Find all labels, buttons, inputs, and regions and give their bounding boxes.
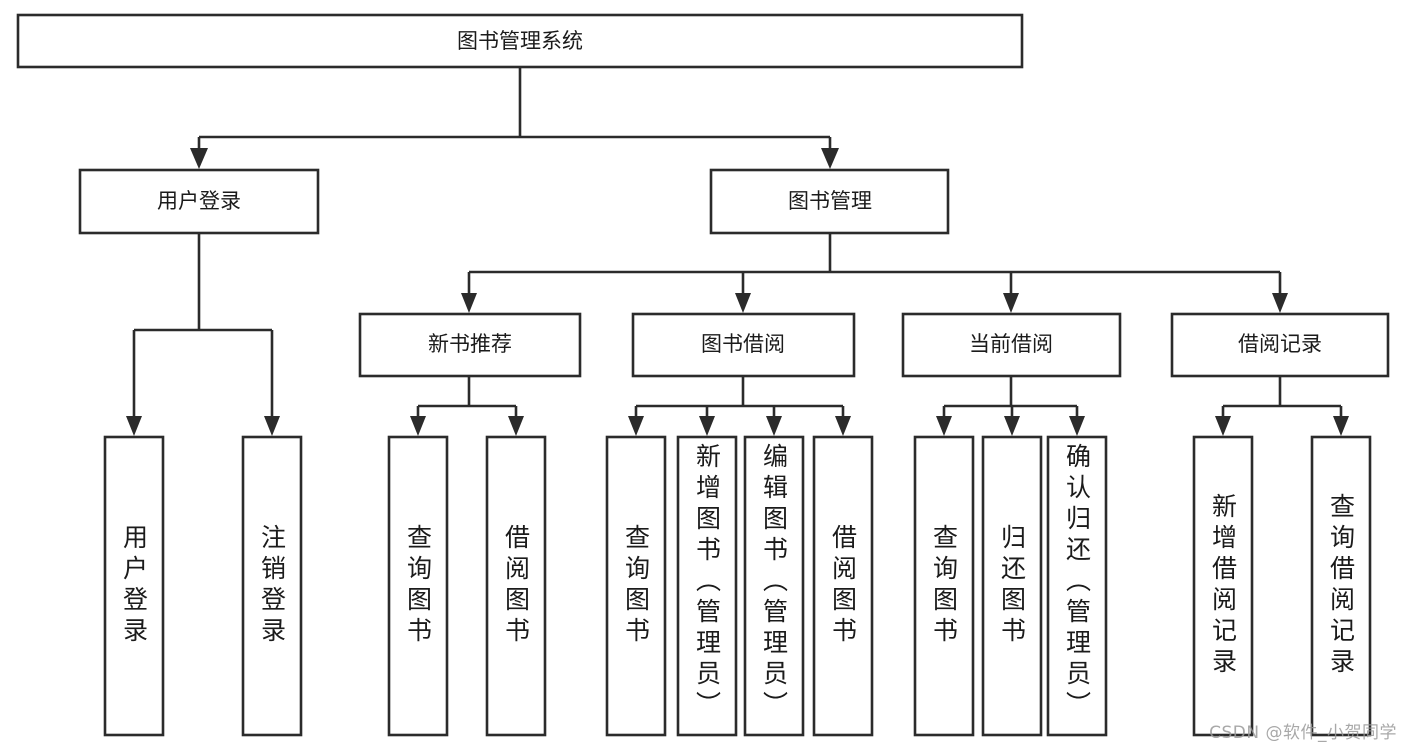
arrow-head-leaf-1 (126, 416, 142, 436)
node-book-borrow[interactable]: 图书借阅 (631, 312, 856, 378)
leaf-box-add-book-admin[interactable] (676, 435, 738, 737)
arrow-head-book-mgmt (821, 148, 839, 169)
watermark: CSDN @软件_小贺同学 (1209, 723, 1397, 743)
arrow-head-leaf-10 (1004, 416, 1020, 436)
connector-current-to-leaves (936, 376, 1085, 436)
node-book-management-box[interactable] (709, 168, 950, 235)
arrow-head-borrow (735, 293, 751, 313)
arrow-head-leaf-11 (1069, 416, 1085, 436)
node-current-borrow-label: 当前借阅 (969, 332, 1053, 356)
leaf-box-logout[interactable] (241, 435, 303, 737)
node-root[interactable]: 图书管理系统 (16, 13, 1024, 69)
leaf-boxes (103, 435, 1372, 737)
arrow-head-leaf-9 (936, 416, 952, 436)
leaf-box-query-book-2[interactable] (605, 435, 667, 737)
node-book-borrow-label: 图书借阅 (701, 332, 785, 356)
arrow-head-leaf-8 (835, 416, 851, 436)
arrow-head-leaf-13 (1333, 416, 1349, 436)
node-root-label: 图书管理系统 (457, 29, 583, 53)
node-new-book-recommend[interactable]: 新书推荐 (358, 312, 582, 378)
arrow-head-leaf-5 (628, 416, 644, 436)
leaf-box-query-book-1[interactable] (387, 435, 449, 737)
arrow-head-newbook (461, 293, 477, 313)
node-user-login[interactable]: 用户登录 (78, 168, 320, 235)
arrow-head-records (1272, 293, 1288, 313)
node-book-management[interactable]: 图书管理 (709, 168, 950, 235)
arrow-head-leaf-2 (264, 416, 280, 436)
leaf-box-query-borrow-record[interactable] (1310, 435, 1372, 737)
arrow-head-leaf-12 (1215, 416, 1231, 436)
node-borrow-records-box[interactable] (1170, 312, 1390, 378)
node-book-borrow-box[interactable] (631, 312, 856, 378)
arrow-head-user-login (190, 148, 208, 169)
node-book-management-label: 图书管理 (788, 189, 872, 213)
connector-newbook-to-leaves (410, 376, 524, 436)
leaf-box-borrow-book-2[interactable] (812, 435, 874, 737)
node-user-login-box[interactable] (78, 168, 320, 235)
connector-root-to-level1 (190, 67, 839, 169)
arrow-head-leaf-7 (766, 416, 782, 436)
arrow-head-leaf-4 (508, 416, 524, 436)
node-root-box[interactable] (16, 13, 1024, 69)
connector-bookmgmt-to-level2 (461, 233, 1288, 313)
node-current-borrow[interactable]: 当前借阅 (901, 312, 1122, 378)
node-new-book-recommend-box[interactable] (358, 312, 582, 378)
arrow-head-leaf-3 (410, 416, 426, 436)
leaf-box-edit-book-admin[interactable] (743, 435, 805, 737)
node-borrow-records[interactable]: 借阅记录 (1170, 312, 1390, 378)
node-borrow-records-label: 借阅记录 (1238, 332, 1322, 356)
arrow-head-leaf-6 (699, 416, 715, 436)
connector-userlogin-to-leaves (126, 233, 280, 436)
connector-records-to-leaves (1215, 376, 1349, 436)
connector-borrow-to-leaves (628, 376, 851, 436)
arrow-head-current (1003, 293, 1019, 313)
leaf-box-borrow-book-1[interactable] (485, 435, 547, 737)
node-user-login-label: 用户登录 (157, 189, 241, 213)
leaf-box-confirm-return-admin[interactable] (1046, 435, 1108, 737)
node-current-borrow-box[interactable] (901, 312, 1122, 378)
leaf-box-add-borrow-record[interactable] (1192, 435, 1254, 737)
leaf-box-query-book-3[interactable] (913, 435, 975, 737)
leaf-box-user-login[interactable] (103, 435, 165, 737)
leaf-box-return-book[interactable] (981, 435, 1043, 737)
node-new-book-recommend-label: 新书推荐 (428, 332, 512, 356)
